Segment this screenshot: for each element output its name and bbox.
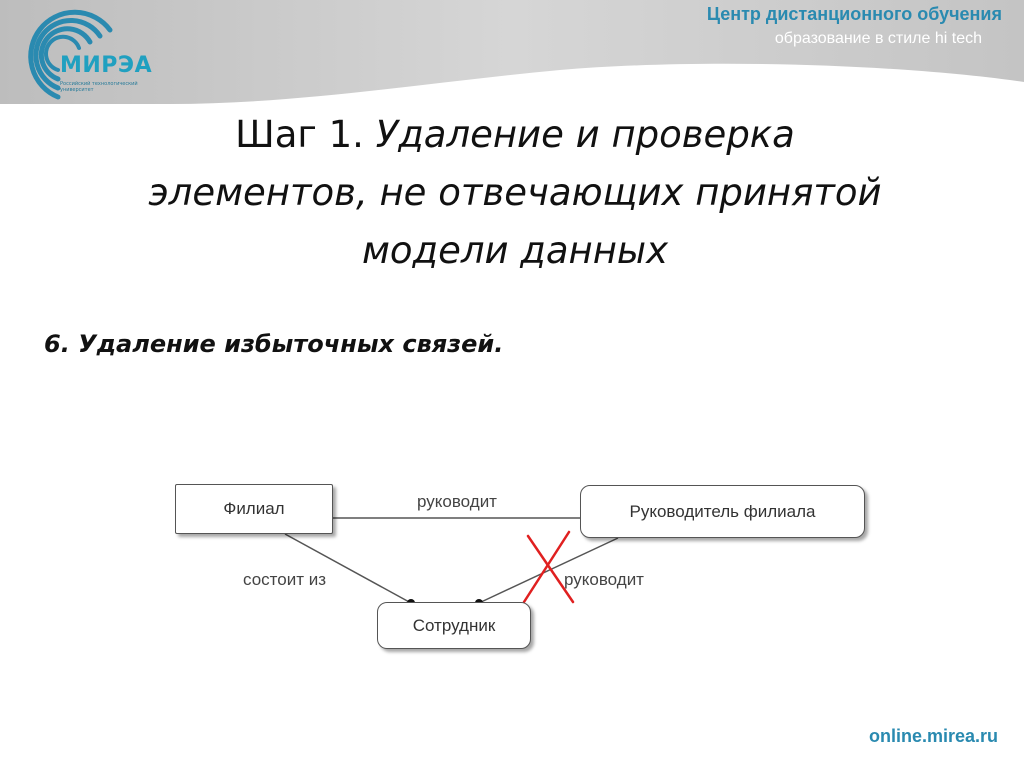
relation-label-manages-branch: руководит [417, 492, 497, 511]
entity-branch-head: Руководитель филиала [580, 485, 865, 538]
entity-employee: Сотрудник [377, 602, 531, 649]
link-branch-employee [284, 533, 412, 604]
slide-title-italic: Удаление и проверка элементов, не отвеча… [148, 113, 882, 272]
slide-title: Шаг 1. Удаление и проверка элементов, не… [120, 106, 910, 280]
logo-subtext: Российский технологический университет [60, 81, 138, 93]
logo-arcs-icon [28, 9, 113, 100]
footer-url: online.mirea.ru [868, 726, 998, 746]
logo-wordmark: МИРЭА [60, 53, 153, 78]
slide-title-prefix: Шаг 1. [235, 113, 364, 156]
relation-label-manages-employee: руководит [564, 570, 644, 589]
entity-branch: Филиал [175, 484, 333, 534]
subheading: 6. Удаление избыточных связей. [44, 330, 504, 358]
mirea-logo: МИРЭА Российский технологический универс… [0, 0, 180, 112]
link-head-employee [478, 537, 619, 604]
center-subtitle: образование в стиле hi tech [774, 30, 982, 47]
er-diagram: Филиал Руководитель филиала Сотрудник ру… [165, 470, 875, 670]
relation-label-consists-of: состоит из [243, 570, 326, 589]
center-title: Центр дистанционного обучения [706, 4, 1002, 24]
header-band [0, 0, 1024, 104]
removed-link-cross-icon [522, 530, 575, 604]
